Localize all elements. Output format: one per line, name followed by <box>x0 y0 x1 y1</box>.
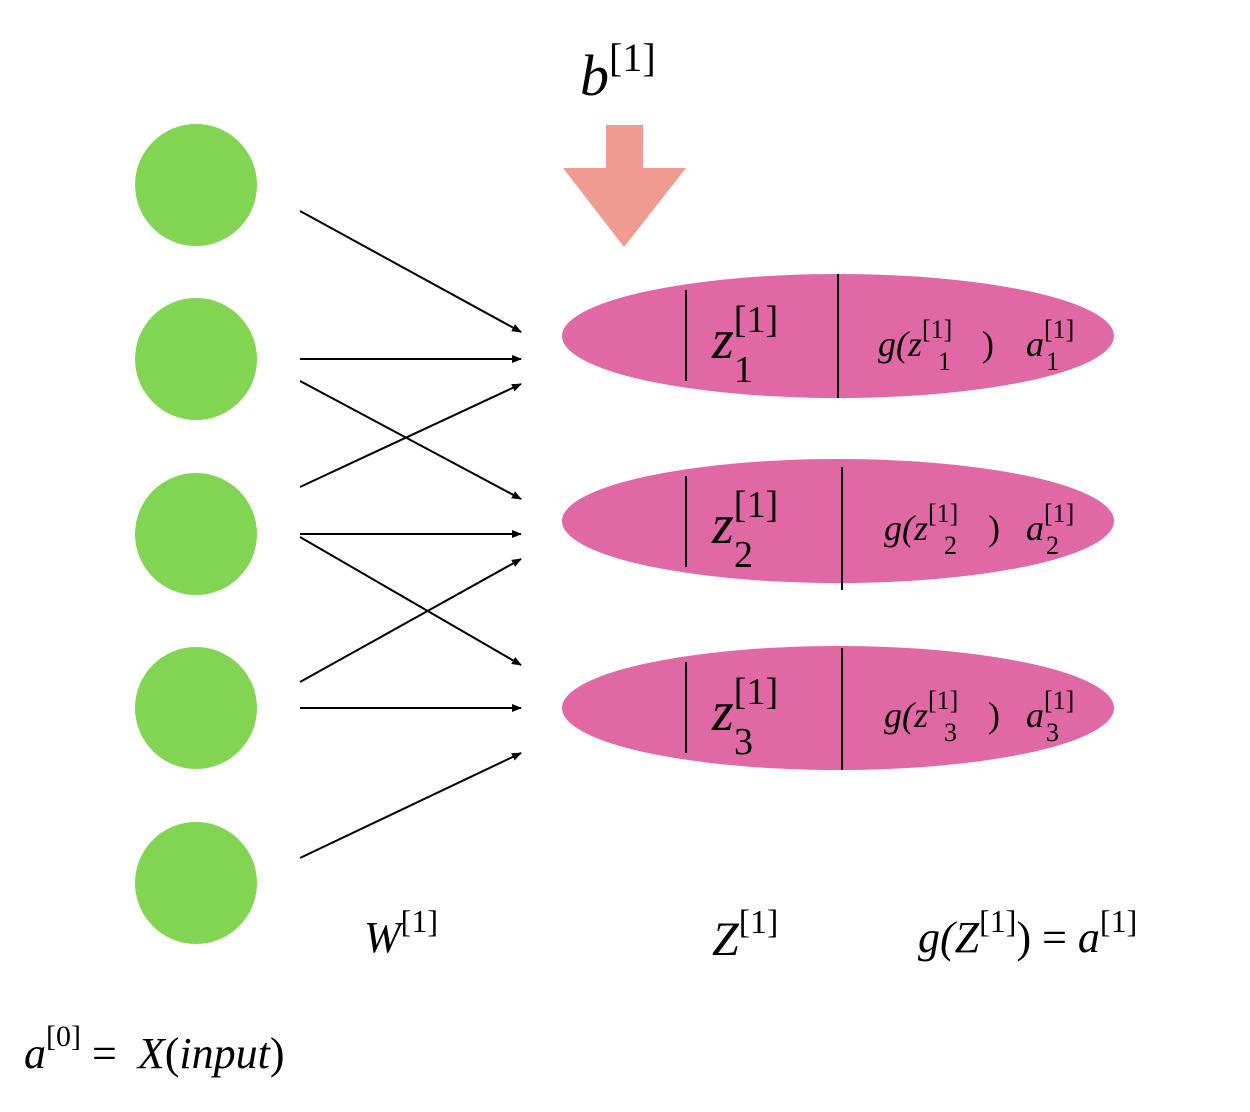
input-node-5 <box>135 822 257 944</box>
bias-arrow-shape <box>563 125 686 247</box>
input-node-4 <box>135 647 257 769</box>
connections <box>299 210 522 859</box>
connection-arrow <box>299 536 522 666</box>
g-z-label: g(z[1]1) <box>878 315 994 376</box>
connection-arrow <box>299 210 522 333</box>
a-label: a[1]1 <box>1026 315 1074 376</box>
g-z-label: g(z[1]3) <box>884 686 1000 747</box>
connection-arrow <box>299 380 522 500</box>
activation-label: g(Z[1]) = a[1] <box>918 903 1137 962</box>
input-node-2 <box>135 298 257 420</box>
hidden-node-1: z[1]1 g(z[1]1) a[1]1 <box>562 274 1114 398</box>
z-label: z[1]3 <box>711 671 778 763</box>
hidden-node-3: z[1]3 g(z[1]3) a[1]3 <box>562 646 1114 770</box>
connection-arrow <box>299 383 522 488</box>
g-z-label: g(z[1]2) <box>884 499 1000 560</box>
z-matrix-label: Z[1] <box>712 904 778 966</box>
a-label: a[1]3 <box>1026 686 1074 747</box>
connection-arrow <box>299 752 522 859</box>
z-label: z[1]1 <box>711 299 778 391</box>
hidden-node-ellipse <box>562 646 1114 770</box>
input-node-1 <box>135 124 257 246</box>
z-label: z[1]2 <box>711 484 778 576</box>
bias-arrow <box>563 125 686 247</box>
hidden-node-ellipse <box>562 459 1114 583</box>
input-node-3 <box>135 473 257 595</box>
input-layer <box>135 124 257 944</box>
a-label: a[1]2 <box>1026 499 1074 560</box>
weights-label: W[1] <box>364 903 438 962</box>
hidden-node-2: z[1]2 g(z[1]2) a[1]2 <box>562 459 1114 590</box>
connection-arrow <box>299 558 522 683</box>
input-label: a[0] = X(input) <box>24 1020 284 1078</box>
bias-label: b[1] <box>580 35 656 108</box>
